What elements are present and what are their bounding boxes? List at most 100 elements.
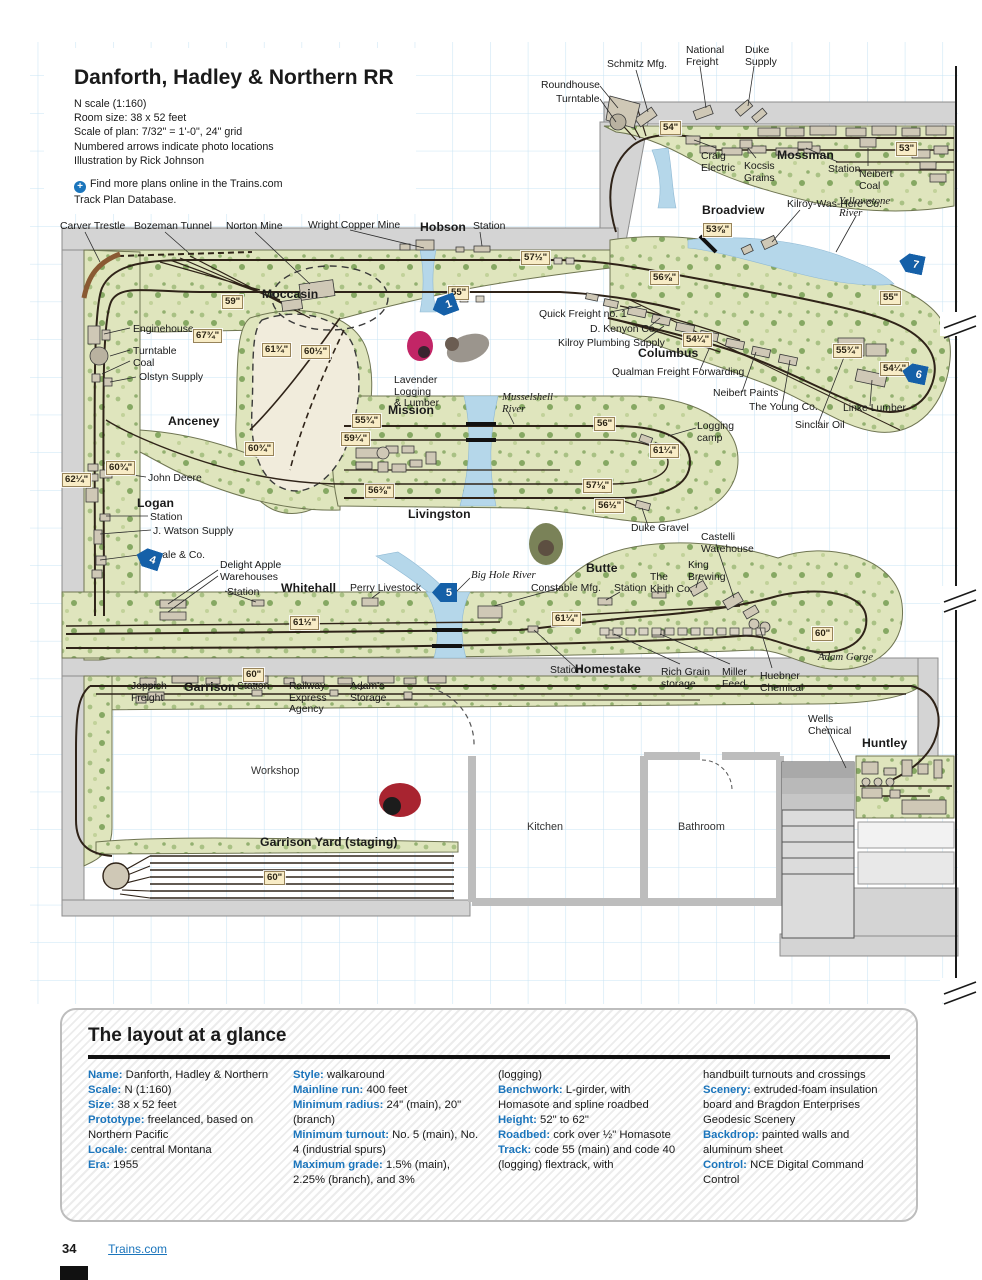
map-label-musselshell-river: Musselshell River <box>502 391 553 416</box>
map-label-turntable: Turntable <box>133 346 177 357</box>
map-label-craig-electric: Craig Electric <box>701 151 736 174</box>
map-label-railway-express-agency: Railway Express Agency <box>289 681 327 716</box>
map-label-kitchen: Kitchen <box>527 821 564 833</box>
map-label-big-hole-river: Big Hole River <box>471 569 536 581</box>
site-link[interactable]: Trains.com <box>108 1242 167 1256</box>
glance-item: Maximum grade: 1.5% (main), 2.25% (branc… <box>293 1159 450 1187</box>
map-label-logging-camp: Logging camp <box>697 421 734 444</box>
map-label-mission: Mission <box>388 403 435 417</box>
map-label-station: Station <box>828 164 861 175</box>
glance-item-label: Backdrop: <box>703 1129 763 1142</box>
glance-item: Prototype: freelanced, based on Northern… <box>88 1114 254 1142</box>
map-label-neibert-coal: Neibert Coal <box>859 169 893 192</box>
glance-item-label: Name: <box>88 1069 126 1081</box>
elevation-marker: 54¼" <box>880 362 910 377</box>
elevation-marker: 56½" <box>595 499 625 514</box>
plan-edge-breaks <box>940 66 977 1005</box>
map-label-lavender-logging-lumber: Lavender Logging & Lumber <box>394 375 440 410</box>
map-label-station: Station <box>227 587 260 598</box>
map-label-roundhouse: Roundhouse <box>541 80 600 91</box>
map-label-neibert-paints: Neibert Paints <box>713 388 779 399</box>
glance-item: Name: Danforth, Hadley & Northern <box>88 1069 269 1081</box>
glance-item: handbuilt turnouts and crossings <box>703 1069 866 1081</box>
info-line: N scale (1:160) <box>74 98 147 110</box>
elevation-marker: 54¼" <box>683 333 713 348</box>
elevation-marker: 53" <box>896 142 918 157</box>
map-label-kilroy-plumbing-supply: Kilroy Plumbing Supply <box>558 338 665 349</box>
elevation-marker: 55¾" <box>833 344 863 359</box>
map-label-enginehouse: Enginehouse <box>133 324 194 335</box>
map-label-d-kenyon-co: D. Kenyon Co. <box>590 324 658 335</box>
map-label-kilroy-was-here-co: Kilroy-Was-Here Co. <box>787 199 882 210</box>
map-label-station: Station <box>550 665 583 676</box>
map-label-workshop: Workshop <box>251 765 300 777</box>
map-label-adam-s-storage: Adam's Storage <box>350 681 387 704</box>
glance-item: Size: 38 x 52 feet <box>88 1099 177 1112</box>
map-label-sinclair-oil: Sinclair Oil <box>795 420 845 431</box>
map-label-huntley: Huntley <box>862 736 908 750</box>
elevation-marker: 56" <box>594 417 616 432</box>
track-plan-graphic <box>30 42 977 1005</box>
map-label-duke-supply: Duke Supply <box>745 45 777 68</box>
page-corner-mark <box>60 1266 88 1280</box>
track-lines <box>65 109 954 899</box>
glance-item: (logging) <box>498 1069 542 1081</box>
map-label-qualman-freight-forwarding: Qualman Freight Forwarding <box>612 367 745 378</box>
glance-item-label: Control: <box>703 1159 751 1172</box>
glance-item: Minimum turnout: No. 5 (main), No. 4 (in… <box>293 1129 479 1157</box>
glance-item-label: Benchwork: <box>498 1084 566 1097</box>
map-label-butte: Butte <box>586 561 618 575</box>
elevation-marker: 60¾" <box>106 461 136 476</box>
photo-arrow-5: 5 <box>432 583 457 602</box>
elevation-marker: 56⅝" <box>650 271 680 286</box>
map-label-national-freight: National Freight <box>686 45 725 68</box>
map-label-castelli-warehouse: Castelli Warehouse <box>701 532 754 555</box>
map-label-huebner-chemical: Huebner Chemical <box>760 671 804 694</box>
map-label-norton-mine: Norton Mine <box>226 221 283 232</box>
layout-at-a-glance-box: The layout at a glance Name: Danforth, H… <box>60 1008 918 1222</box>
glance-item: Locale: central Montana <box>88 1144 212 1157</box>
map-label-schmitz-mfg: Schmitz Mfg. <box>607 59 668 70</box>
map-label-king-brewing: King Brewing <box>688 560 726 583</box>
map-label-station: Station <box>237 681 270 692</box>
glance-item: Roadbed: cork over ½" Homasote <box>498 1129 671 1142</box>
map-label-the-keith-co: The Keith Co. <box>650 572 693 595</box>
elevation-marker: 60" <box>264 871 286 886</box>
page-number: 34 <box>62 1241 77 1256</box>
glance-column-3: (logging)Benchwork: L-girder, with Homas… <box>498 1068 685 1188</box>
map-label-whitehall: Whitehall <box>281 581 337 595</box>
map-label-garrison-yard-staging: Garrison Yard (staging) <box>260 835 398 849</box>
map-label-broadview: Broadview <box>702 203 765 217</box>
glance-item-label: Minimum turnout: <box>293 1129 393 1142</box>
plus-circle-icon: + <box>74 181 86 194</box>
map-label-bozeman-tunnel: Bozeman Tunnel <box>134 221 212 232</box>
glance-item-label: Size: <box>88 1099 118 1112</box>
elevation-marker: 57⅛" <box>583 479 613 494</box>
elevation-marker: 61¾" <box>262 343 292 358</box>
map-label-joppich-freight: Joppich Freight <box>131 681 167 704</box>
elevation-marker: 55¾" <box>352 414 382 429</box>
glance-item-label: Style: <box>293 1069 327 1081</box>
glance-item: Style: walkaround <box>293 1069 385 1081</box>
map-label-turntable: Turntable <box>556 94 600 105</box>
map-label-constable-mfg: Constable Mfg. <box>531 583 601 594</box>
glance-item-label: Locale: <box>88 1144 131 1157</box>
map-label-coal: Coal <box>133 358 155 369</box>
elevation-marker: 57½" <box>521 251 551 266</box>
map-label-delight-apple-warehouses: Delight Apple Warehouses <box>220 560 282 583</box>
glance-item-label: Scale: <box>88 1084 125 1097</box>
map-label-homestake: Homestake <box>575 662 641 676</box>
map-label-the-young-co: The Young Co. <box>749 402 818 413</box>
elevation-marker: 55" <box>880 291 902 306</box>
elevation-marker: 53⅝" <box>703 223 733 238</box>
info-line: Room size: 38 x 52 feet <box>74 112 187 125</box>
map-label-bathroom: Bathroom <box>678 821 725 833</box>
glance-item: Scale: N (1:160) <box>88 1084 172 1097</box>
elevation-marker: 60" <box>812 627 834 642</box>
glance-item-label: Maximum grade: <box>293 1159 386 1172</box>
